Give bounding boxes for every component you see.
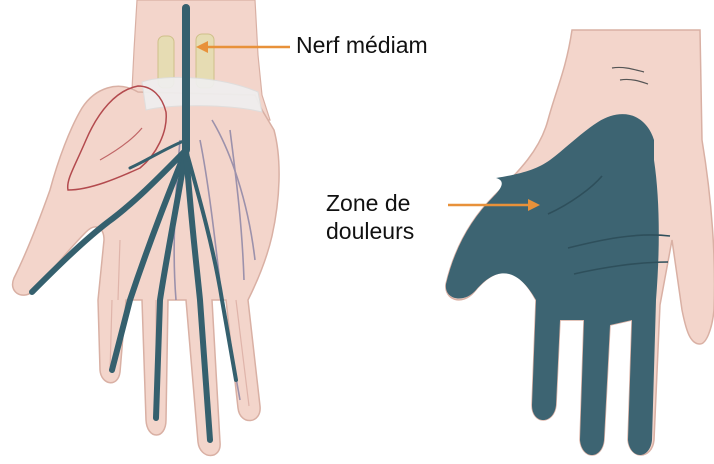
median-nerve-label: Nerf médiam xyxy=(296,31,428,59)
pain-zone-label: Zone de douleurs xyxy=(326,189,414,245)
left-hand-illustration xyxy=(13,0,290,456)
pain-zone-label-line1: Zone de xyxy=(326,189,414,217)
pain-zone-label-line2: douleurs xyxy=(326,217,414,245)
pain-area xyxy=(446,114,659,455)
right-hand-illustration xyxy=(446,30,714,455)
